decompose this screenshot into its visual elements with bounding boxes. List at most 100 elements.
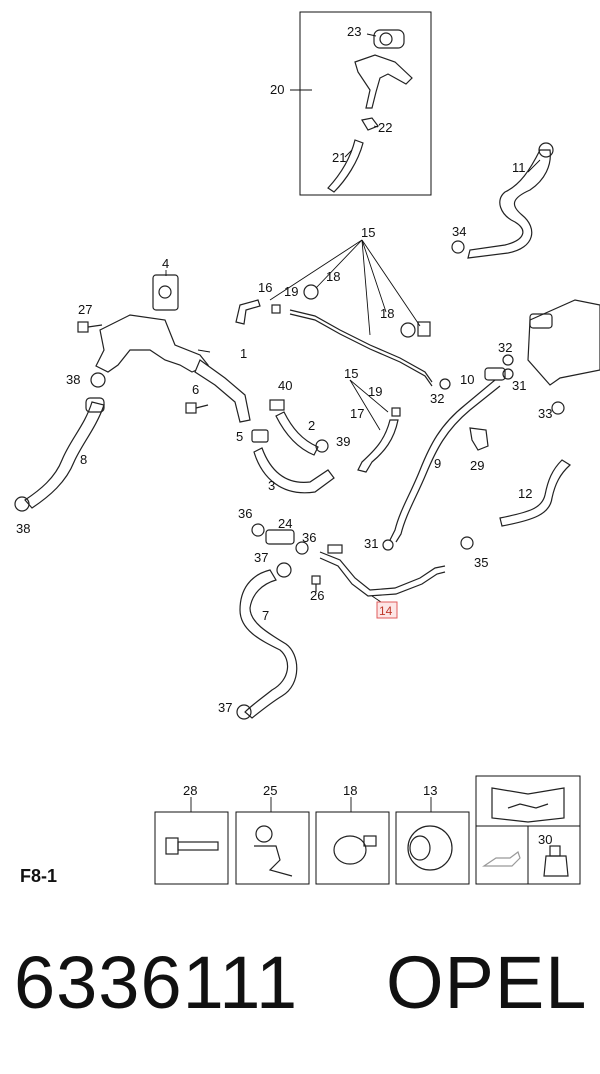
book-icon xyxy=(491,787,565,823)
callout-38-bottom: 38 xyxy=(16,521,30,536)
callout-5: 5 xyxy=(236,429,243,444)
legend-25 xyxy=(235,797,310,885)
part-8-end xyxy=(85,397,105,413)
part-16-hose xyxy=(235,299,261,325)
part-10-connector xyxy=(484,367,506,381)
brand-name: OPEL xyxy=(386,941,588,1024)
part-11-hose xyxy=(467,149,551,259)
part-27-bolt xyxy=(77,321,103,333)
part-6-bolt xyxy=(185,402,209,414)
part-3-hose xyxy=(253,447,335,494)
callout-6: 6 xyxy=(192,382,199,397)
part-31-clamp-upper xyxy=(502,368,514,380)
part-5-sleeve xyxy=(251,429,269,443)
part-1-housing xyxy=(95,314,209,373)
part-38-clamp-top xyxy=(90,372,106,388)
part-14-highlight xyxy=(376,601,398,619)
callout-9: 9 xyxy=(434,456,441,471)
part-34-clamp xyxy=(451,240,465,254)
callout-15-top: 15 xyxy=(361,225,375,240)
callout-18-right: 18 xyxy=(380,306,394,321)
part-33-clamp xyxy=(551,401,565,415)
callout-20: 20 xyxy=(270,82,284,97)
callout-26: 26 xyxy=(310,588,324,603)
part-32-clamp-a xyxy=(439,378,451,390)
legend-13 xyxy=(395,797,470,885)
callout-33: 33 xyxy=(538,406,552,421)
callout-21: 21 xyxy=(332,150,346,165)
legend-label-13: 13 xyxy=(423,783,437,798)
callout-3: 3 xyxy=(268,478,275,493)
part-12-hose xyxy=(499,459,571,527)
part-36-clamp-a xyxy=(251,523,265,537)
callout-16: 16 xyxy=(258,280,272,295)
callout-19-top: 19 xyxy=(284,284,298,299)
part-18-clamp-top xyxy=(303,284,319,300)
legend-28 xyxy=(154,797,229,885)
part-35-clamp xyxy=(460,536,474,550)
part-21-hose xyxy=(327,139,364,193)
callout-14: 14 xyxy=(379,604,393,618)
legend-manual xyxy=(475,775,581,827)
part-4-gasket xyxy=(152,274,179,311)
part-15-rail xyxy=(289,309,433,383)
callout-23: 23 xyxy=(347,24,361,39)
callout-8: 8 xyxy=(80,452,87,467)
legend-label-28: 28 xyxy=(183,783,197,798)
part-2-hose xyxy=(275,411,319,456)
inset-box xyxy=(299,11,432,196)
part-1-outlet xyxy=(194,359,251,423)
callout-15-mid: 15 xyxy=(344,366,358,381)
callout-10: 10 xyxy=(460,372,474,387)
oil-can-icon xyxy=(482,851,521,867)
part-14-pipe xyxy=(319,551,446,591)
callout-34: 34 xyxy=(452,224,466,239)
callout-1: 1 xyxy=(240,346,247,361)
part-37-clamp-top xyxy=(276,562,292,578)
callout-22: 22 xyxy=(378,120,392,135)
part-number: 6336111 xyxy=(14,941,299,1024)
callout-40: 40 xyxy=(278,378,292,393)
part-19-clip-lower xyxy=(391,407,401,417)
part-7-hose xyxy=(239,569,298,719)
callout-24: 24 xyxy=(278,516,292,531)
legend-label-25: 25 xyxy=(263,783,277,798)
part-40-clip xyxy=(269,399,285,411)
figure-label: F8-1 xyxy=(20,866,58,886)
part-20-bracket xyxy=(354,54,413,109)
callout-18-top: 18 xyxy=(326,269,340,284)
part-11-end xyxy=(538,142,554,158)
part-39-clamp xyxy=(315,439,329,453)
part-18-clamp-right xyxy=(400,322,416,338)
callout-31-lower: 31 xyxy=(364,536,378,551)
callout-29: 29 xyxy=(470,458,484,473)
callout-12: 12 xyxy=(518,486,532,501)
callout-39: 39 xyxy=(336,434,350,449)
callout-37-bottom: 37 xyxy=(218,700,232,715)
part-8-hose xyxy=(24,401,105,509)
part-17-hose xyxy=(357,419,399,473)
callout-4: 4 xyxy=(162,256,169,271)
legend-label-30: 30 xyxy=(538,832,552,847)
callout-32-lower: 32 xyxy=(430,391,444,406)
part-29-bracket xyxy=(469,427,489,451)
part-36-clamp-b xyxy=(295,541,309,555)
callout-2: 2 xyxy=(308,418,315,433)
legend-30 xyxy=(527,825,581,885)
part-38-clamp-bottom xyxy=(14,496,30,512)
legend-label-18: 18 xyxy=(343,783,357,798)
callout-36-left: 36 xyxy=(238,506,252,521)
legend-18 xyxy=(315,797,390,885)
callout-31-upper: 31 xyxy=(512,378,526,393)
callout-38-top: 38 xyxy=(66,372,80,387)
wrench-icon xyxy=(507,803,549,809)
part-37-clamp-bottom xyxy=(236,704,252,720)
callout-11: 11 xyxy=(512,160,526,175)
callout-27: 27 xyxy=(78,302,92,317)
part-31-clamp-lower xyxy=(382,539,394,551)
part-23-clip xyxy=(373,29,405,49)
callout-19-mid: 19 xyxy=(368,384,382,399)
part-26-bolt xyxy=(311,575,321,592)
part-22-clip xyxy=(361,117,379,131)
